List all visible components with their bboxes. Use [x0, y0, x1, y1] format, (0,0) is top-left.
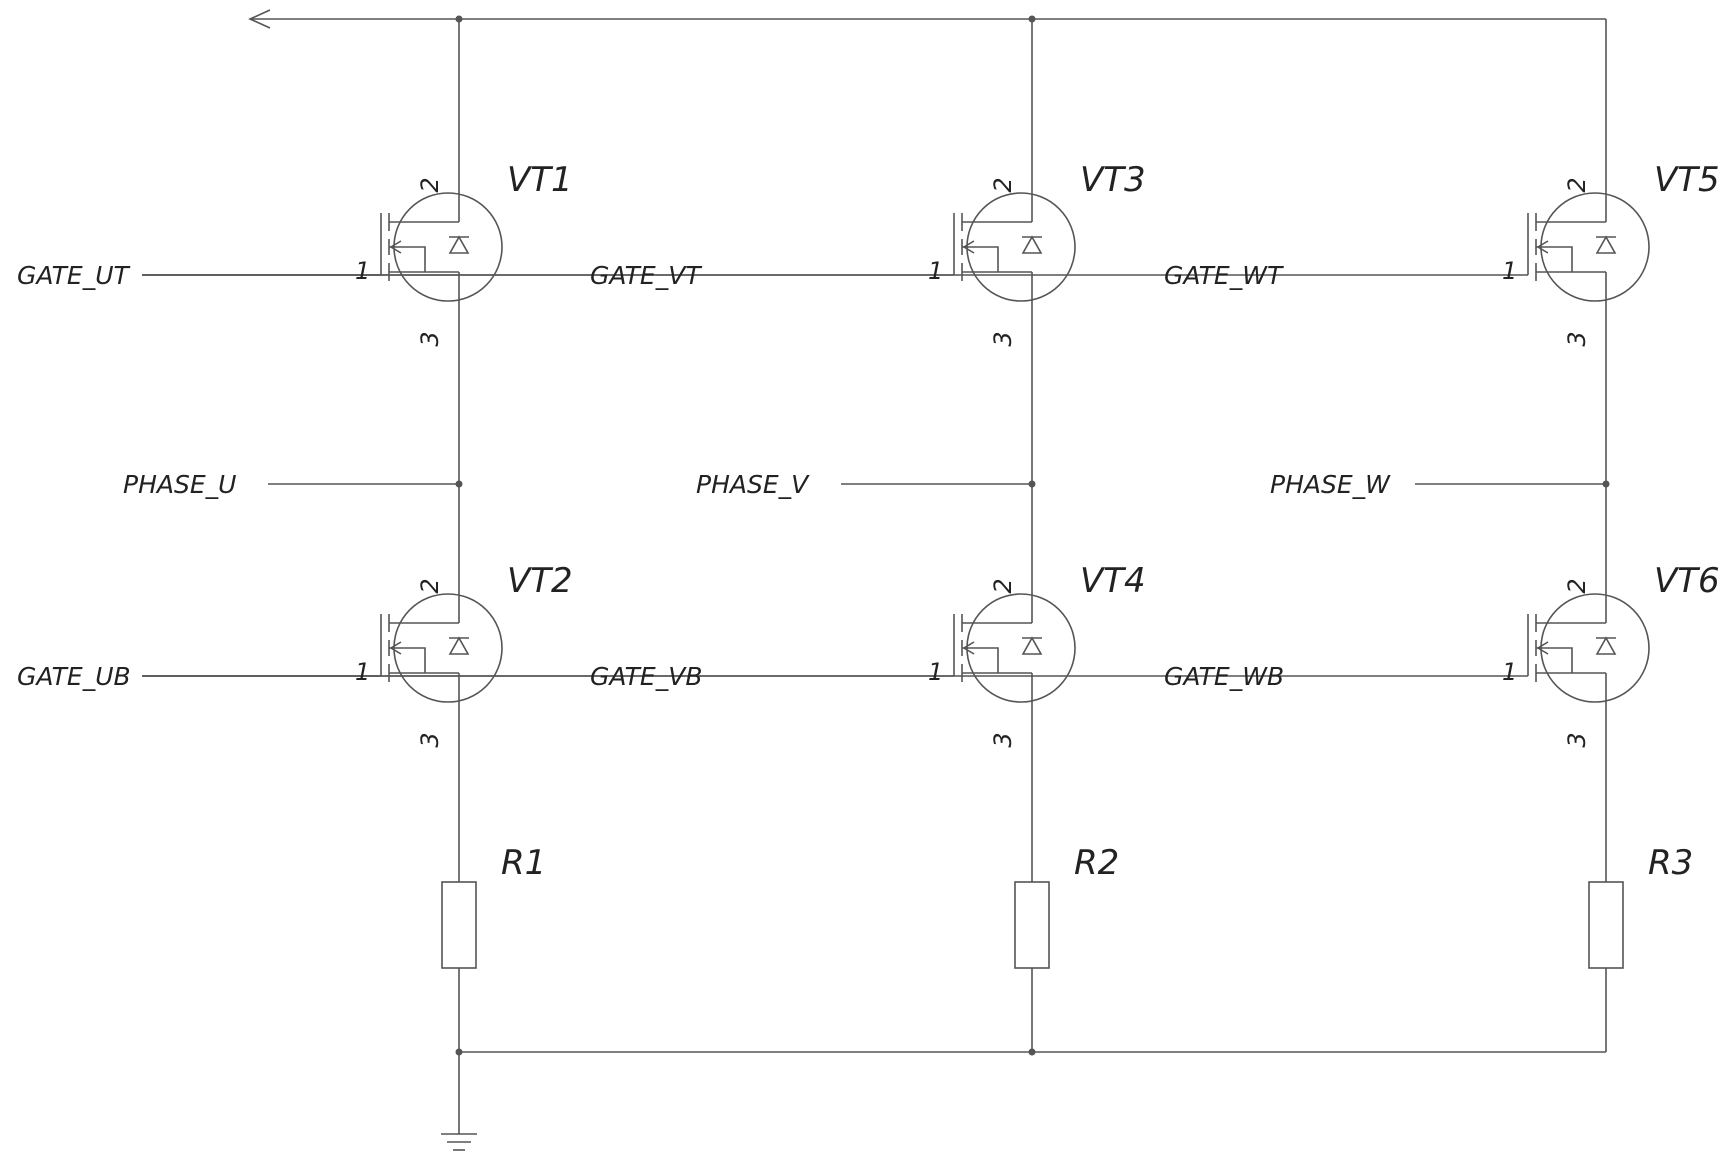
label: VT2	[507, 561, 573, 601]
junction-dot-icon	[1028, 480, 1036, 488]
body-arrow	[1536, 240, 1549, 254]
label: 1	[355, 658, 370, 686]
body-arrow	[962, 641, 975, 655]
body-link	[389, 246, 426, 272]
body-arrow	[962, 240, 975, 254]
junction-dot-icon	[1602, 480, 1610, 488]
label: 1	[928, 257, 943, 285]
label: 2	[989, 578, 1017, 593]
label: PHASE_V	[696, 470, 810, 499]
junction-dot-icon	[455, 480, 463, 488]
n-channel-mosfet-icon-top	[953, 192, 1076, 302]
body-link	[1536, 246, 1573, 272]
diode	[1021, 636, 1043, 655]
diode	[1595, 235, 1617, 254]
resistor-icon-R1	[441, 881, 477, 969]
label: GATE_VT	[590, 261, 702, 290]
label: 1	[928, 658, 943, 686]
label: 3	[989, 732, 1017, 747]
body-link	[1536, 647, 1573, 673]
resistor-icon-R3	[1588, 881, 1624, 969]
n-channel-mosfet-icon-bottom	[380, 593, 503, 703]
label: VT5	[1654, 160, 1720, 200]
label: R1	[501, 843, 546, 883]
body-link	[962, 647, 999, 673]
label: 3	[989, 331, 1017, 346]
wires	[142, 18, 1607, 1134]
n-channel-mosfet-icon-bottom	[953, 593, 1076, 703]
n-channel-mosfet-icon-bottom	[1527, 593, 1650, 703]
junction-dot-icon	[455, 15, 463, 23]
diode	[1021, 235, 1043, 254]
label: R2	[1074, 843, 1119, 883]
body-arrow	[1536, 641, 1549, 655]
body-arrow	[389, 641, 402, 655]
label: PHASE_U	[123, 470, 236, 499]
arrow-left-icon	[248, 9, 271, 29]
diode	[448, 235, 470, 254]
label: 2	[1563, 177, 1591, 192]
label: 2	[1563, 578, 1591, 593]
label: VT6	[1654, 561, 1720, 601]
label: GATE_WB	[1164, 662, 1284, 691]
label: 3	[1563, 732, 1591, 747]
label: VT4	[1080, 561, 1146, 601]
label: 2	[416, 578, 444, 593]
ground-icon	[441, 1133, 477, 1151]
label: VT3	[1080, 160, 1146, 200]
junction-dot-icon	[1028, 1048, 1036, 1056]
label: R3	[1648, 843, 1693, 883]
body-link	[962, 246, 999, 272]
n-channel-mosfet-icon-top	[380, 192, 503, 302]
label: 1	[1502, 658, 1517, 686]
label: PHASE_W	[1270, 470, 1391, 499]
n-channel-mosfet-icon-top	[1527, 192, 1650, 302]
label: VT1	[507, 160, 573, 200]
label: 2	[989, 177, 1017, 192]
body-link	[389, 647, 426, 673]
label: 1	[355, 257, 370, 285]
diode	[448, 636, 470, 655]
diode	[1595, 636, 1617, 655]
label: 3	[416, 331, 444, 346]
label: 1	[1502, 257, 1517, 285]
resistor-icon-R2	[1014, 881, 1050, 969]
junction-dot-icon	[455, 1048, 463, 1056]
label: GATE_UT	[17, 261, 131, 290]
label: GATE_VB	[590, 662, 702, 691]
label: 3	[1563, 331, 1591, 346]
body-arrow	[389, 240, 402, 254]
junction-dot-icon	[1028, 15, 1036, 23]
label: GATE_WT	[1164, 261, 1284, 290]
label: 3	[416, 732, 444, 747]
components: 231VT1GATE_UT231VT2GATE_UBR1PHASE_U231VT…	[17, 9, 1720, 1151]
arrow-head	[248, 9, 271, 29]
label: GATE_UB	[17, 662, 131, 691]
label: 2	[416, 177, 444, 192]
